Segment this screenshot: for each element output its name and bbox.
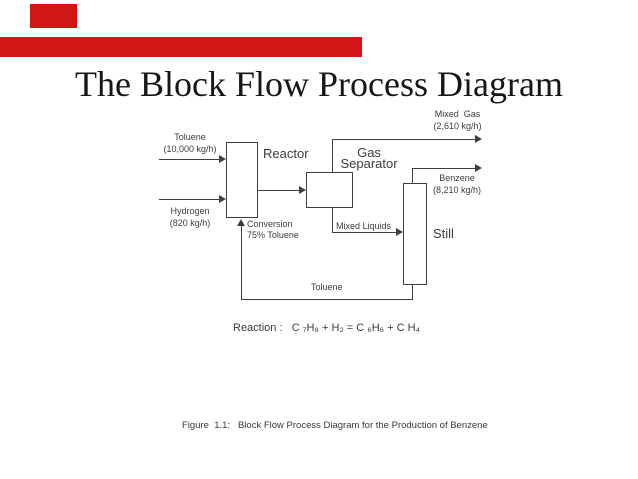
mixed-liquids-line: [332, 232, 397, 233]
still-bottoms-line: [412, 284, 413, 300]
reactor-box: [226, 142, 258, 218]
figure-caption: Figure 1.1: Block Flow Process Diagram f…: [182, 420, 488, 431]
hydrogen-feed-rate: (820 kg/h): [169, 218, 211, 228]
reactor-label: Reactor: [263, 146, 309, 161]
hydrogen-feed-label: Hydrogen (820 kg/h): [150, 205, 230, 229]
toluene-feed-arrowhead: [219, 155, 226, 163]
benzene-rate: (8,210 kg/h): [432, 185, 482, 195]
mixed-gas-line: [332, 139, 475, 140]
toluene-recycle-riser-line: [241, 226, 242, 300]
benzene-label: Benzene (8,210 kg/h): [422, 172, 492, 196]
red-accent-square: [30, 4, 77, 28]
separator-bottoms-line: [332, 207, 333, 233]
mixed-gas-rate: (2,610 kg/h): [433, 121, 482, 131]
conversion-line2: 75% Toluene: [247, 230, 299, 240]
conversion-annotation: Conversion 75% Toluene: [247, 219, 299, 241]
gas-separator-label-line1: Gas: [357, 145, 381, 160]
mixed-gas-name: Mixed Gas: [434, 109, 481, 119]
reactor-outlet-arrowhead: [299, 186, 306, 194]
conversion-line1: Conversion: [247, 219, 293, 229]
toluene-recycle-line: [241, 299, 413, 300]
toluene-feed-label: Toluene (10,000 kg/h): [150, 131, 230, 155]
hydrogen-feed-line: [159, 199, 220, 200]
mixed-gas-label: Mixed Gas (2,610 kg/h): [420, 108, 495, 132]
hydrogen-feed-name: Hydrogen: [170, 206, 210, 216]
benzene-name: Benzene: [439, 173, 475, 183]
mixed-liquids-label: Mixed Liquids: [336, 221, 392, 231]
benzene-riser-line: [412, 168, 413, 184]
mixed-gas-arrowhead: [475, 135, 482, 143]
gas-separator-label-line2: Separator: [340, 156, 398, 171]
benzene-arrowhead: [475, 164, 482, 172]
slide-title: The Block Flow Process Diagram: [75, 64, 563, 104]
toluene-recycle-arrowhead: [237, 219, 245, 226]
gas-separator-box: [306, 172, 353, 208]
benzene-line: [412, 168, 476, 169]
gas-separator-label: Gas Separator: [337, 145, 401, 171]
toluene-feed-rate: (10,000 kg/h): [163, 144, 217, 154]
mixed-gas-riser-line: [332, 139, 333, 173]
still-box: [403, 183, 427, 285]
still-label: Still: [433, 226, 454, 241]
toluene-feed-line: [159, 159, 220, 160]
mixed-liquids-arrowhead: [396, 228, 403, 236]
toluene-recycle-label: Toluene: [311, 282, 343, 292]
reactor-outlet-line: [258, 190, 300, 191]
hydrogen-feed-arrowhead: [219, 195, 226, 203]
toluene-feed-name: Toluene: [174, 132, 206, 142]
reaction-equation: Reaction : C ₇H₈ + H₂ = C ₆H₆ + C H₄: [233, 322, 421, 334]
red-accent-bar: [0, 37, 362, 57]
